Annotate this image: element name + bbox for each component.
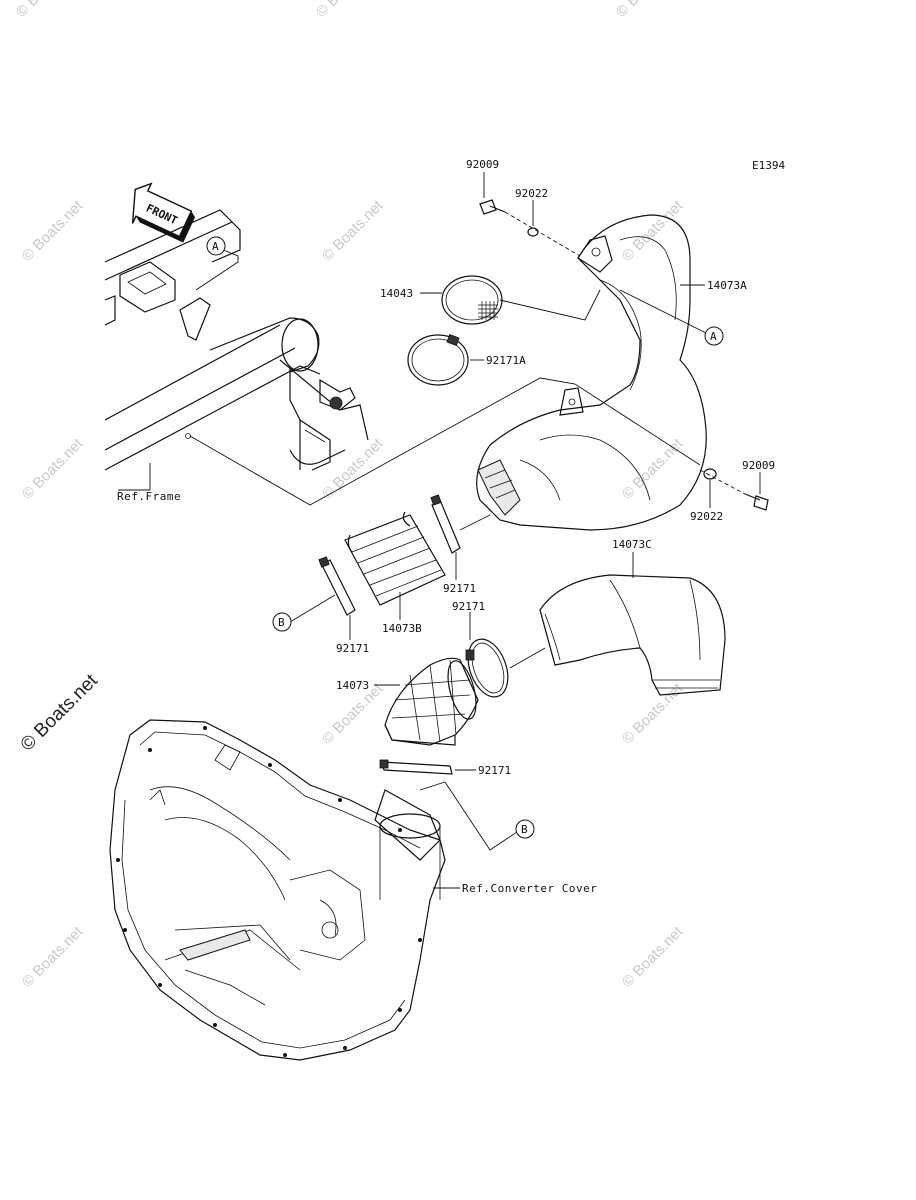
duct-14073A [476, 214, 707, 531]
watermark: © Boats.net [19, 435, 87, 503]
ref-converter-cover-label: Ref.Converter Cover [462, 882, 597, 895]
watermark: © Boats.net [13, 0, 81, 21]
front-arrow-icon: FRONT [131, 182, 196, 243]
part-label-92171A: 92171A [486, 354, 526, 367]
leader-line [699, 469, 746, 495]
part-label-92022-right: 92022 [690, 510, 723, 523]
watermark: © Boats.net [19, 197, 87, 265]
watermark: © Boats.net [319, 197, 387, 265]
washer-92022-top [527, 227, 539, 237]
washer-92022-right [703, 468, 717, 480]
callout-b-label: B [278, 616, 285, 629]
part-label-14073B: 14073B [382, 622, 422, 635]
ref-frame-label: Ref.Frame [117, 490, 181, 503]
callout-b-left: B [272, 612, 292, 632]
callout-b-label: B [521, 823, 528, 836]
leader-line [195, 246, 239, 291]
bellows-14073B [344, 511, 446, 606]
watermark: © Boats.net [319, 435, 387, 503]
converter-cover [109, 719, 446, 1061]
watermark: © Boats.net [619, 680, 687, 748]
watermark: © Boats.net [613, 0, 681, 21]
watermark: © Boats.net [619, 923, 687, 991]
clamp-92171-left-band [318, 556, 356, 616]
leader-line [189, 377, 701, 506]
leader-line [499, 289, 601, 321]
watermark: © Boats.net [313, 0, 381, 21]
leader-line [118, 463, 151, 491]
part-label-92171-right: 92171 [452, 600, 485, 613]
callout-a-left: A [206, 236, 226, 256]
part-label-14043: 14043 [380, 287, 413, 300]
part-label-92009-right: 92009 [742, 459, 775, 472]
watermark-layer: © Boats.net © Boats.net © Boats.net © Bo… [13, 0, 687, 991]
callout-b-bottom: B [515, 819, 535, 839]
cover-14073C [539, 574, 726, 696]
side-watermark: © Boats.net [17, 670, 103, 756]
intake-14073 [384, 657, 479, 746]
frame-assembly [104, 209, 369, 471]
watermark: © Boats.net [619, 197, 687, 265]
part-label-14073C: 14073C [612, 538, 652, 551]
watermark: © Boats.net [619, 435, 687, 503]
callout-a-label: A [710, 330, 717, 343]
clamp-92171A [407, 334, 469, 386]
leader-line [509, 647, 546, 669]
part-label-92171-mid: 92171 [443, 582, 476, 595]
part-label-92171-left: 92171 [336, 642, 369, 655]
leader-line [504, 211, 581, 257]
watermark: © Boats.net [19, 923, 87, 991]
clamp-92171-bottom-band [379, 759, 453, 775]
diagram-code: E1394 [752, 159, 785, 172]
leader-line [419, 781, 521, 851]
clamp-92171-right-band [430, 494, 461, 554]
bolt-92009-top [479, 199, 506, 215]
leader-line [289, 594, 336, 623]
screen-14043 [441, 275, 503, 325]
part-label-14073: 14073 [336, 679, 369, 692]
part-label-92022-top: 92022 [515, 187, 548, 200]
callout-a-label: A [212, 240, 219, 253]
part-label-92171-bottom: 92171 [478, 764, 511, 777]
leader-line [619, 289, 711, 336]
leader-line [459, 514, 491, 531]
callout-a-right: A [704, 326, 724, 346]
bolt-92009-right [744, 493, 769, 511]
clamp-92171-ring [465, 638, 509, 698]
part-label-92009-top: 92009 [466, 158, 499, 171]
part-label-14073A: 14073A [707, 279, 747, 292]
